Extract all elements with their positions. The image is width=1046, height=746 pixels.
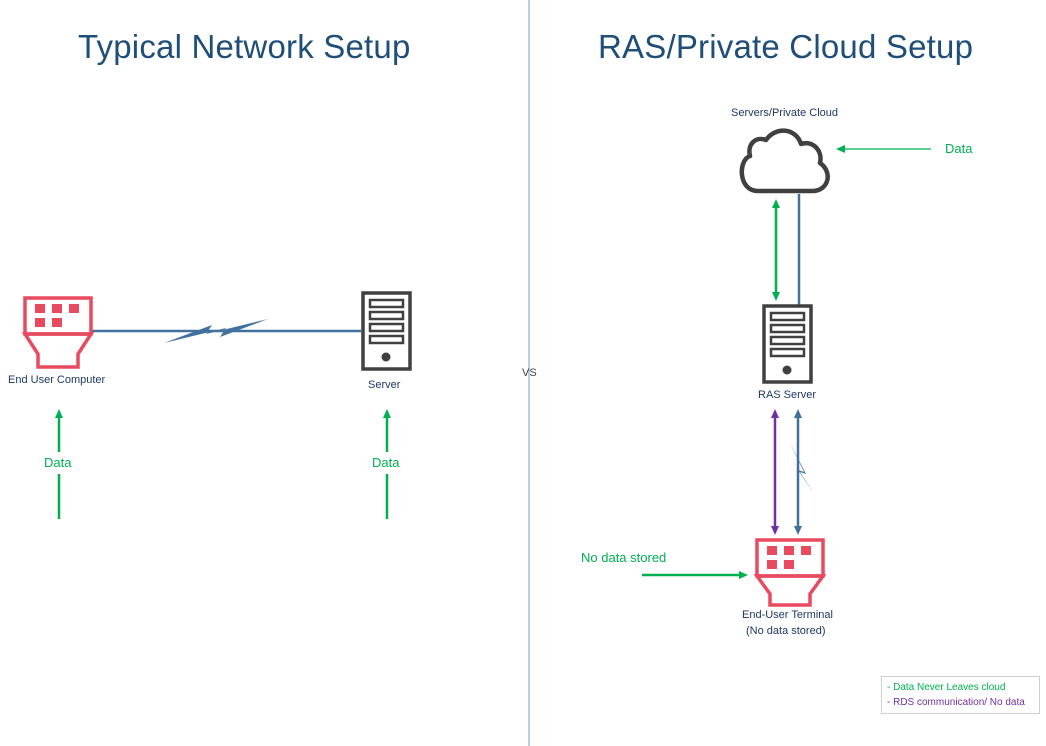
cloud-icon	[739, 128, 830, 194]
legend-item-data: - Data Never Leaves cloud	[887, 682, 1006, 693]
ras-server-icon	[762, 304, 813, 384]
data-label-left: Data	[44, 455, 72, 470]
server-label: Server	[368, 379, 401, 391]
left-title: Typical Network Setup	[78, 28, 411, 65]
terminal-label-line2: (No data stored)	[746, 625, 826, 637]
lightning-icon	[164, 319, 268, 343]
server-icon	[361, 291, 412, 371]
cloud-label: Servers/Private Cloud	[731, 107, 838, 119]
data-label-right: Data	[372, 455, 400, 470]
cloud-data-label: Data	[945, 141, 973, 156]
vs-label: VS	[522, 367, 537, 379]
legend-item-rds: - RDS communication/ No data	[887, 697, 1025, 708]
right-title: RAS/Private Cloud Setup	[598, 28, 974, 65]
computer-label: End User Computer	[8, 374, 106, 386]
terminal-icon	[21, 296, 95, 369]
lightning-icon-vertical	[790, 443, 814, 494]
end-user-terminal-icon	[753, 538, 827, 607]
terminal-label-line1: End-User Terminal	[742, 609, 833, 621]
ras-server-label: RAS Server	[758, 389, 817, 401]
legend-box: - Data Never Leaves cloud - RDS communic…	[881, 676, 1040, 714]
no-data-label: No data stored	[581, 550, 667, 565]
